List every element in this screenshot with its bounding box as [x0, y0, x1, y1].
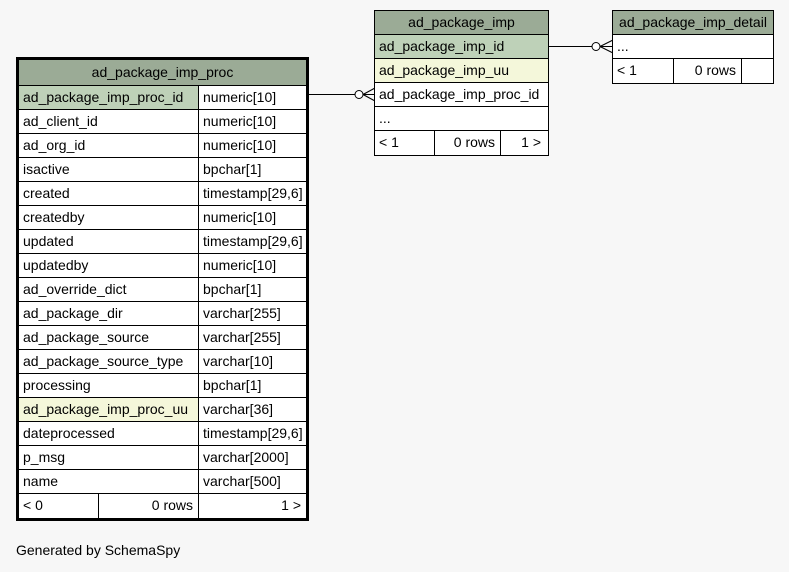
column-type: varchar[2000] — [198, 446, 306, 469]
column-name: ad_package_imp_id — [375, 35, 548, 58]
column-type: numeric[10] — [198, 86, 306, 109]
column-row[interactable]: processing bpchar[1] — [19, 374, 306, 398]
column-row[interactable]: ad_package_source_type varchar[10] — [19, 350, 306, 374]
column-row[interactable]: updatedby numeric[10] — [19, 254, 306, 278]
column-name: created — [23, 185, 70, 201]
column-name: ... — [617, 38, 629, 54]
column-type: numeric[10] — [198, 254, 306, 277]
column-type: varchar[10] — [198, 350, 306, 373]
table-title: ad_package_imp_detail — [613, 11, 773, 35]
column-row[interactable]: ad_package_imp_proc_id — [375, 83, 548, 107]
table-ad-package-imp-detail[interactable]: ad_package_imp_detail ... < 1 0 rows — [612, 10, 774, 84]
child-count: 1 > — [500, 131, 546, 155]
child-count: 1 > — [198, 494, 306, 518]
row-count: 0 rows — [98, 494, 198, 518]
column-name: ad_org_id — [23, 137, 86, 153]
column-name: ad_package_imp_uu — [375, 59, 548, 82]
table-title: ad_package_imp_proc — [19, 60, 306, 86]
column-row[interactable]: ... — [613, 35, 773, 59]
column-name: processing — [23, 377, 91, 393]
column-name: isactive — [23, 161, 70, 177]
column-row[interactable]: dateprocessed timestamp[29,6] — [19, 422, 306, 446]
column-row[interactable]: ad_package_imp_id — [375, 35, 548, 59]
column-name: ad_client_id — [23, 113, 98, 129]
column-name: ad_package_imp_proc_id — [379, 86, 540, 102]
column-type: numeric[10] — [198, 134, 306, 157]
parent-count: < 1 — [617, 62, 637, 78]
table-footer: < 1 0 rows — [613, 59, 773, 83]
column-name: updated — [23, 233, 74, 249]
column-type: varchar[36] — [198, 398, 306, 421]
column-row[interactable]: ad_package_source varchar[255] — [19, 326, 306, 350]
column-row[interactable]: ... — [375, 107, 548, 131]
column-type: timestamp[29,6] — [198, 230, 306, 253]
column-name: ... — [379, 110, 391, 126]
column-type: numeric[10] — [198, 206, 306, 229]
table-title: ad_package_imp — [375, 11, 548, 35]
column-name: ad_package_source — [23, 329, 150, 345]
column-row[interactable]: name varchar[500] — [19, 470, 306, 494]
column-name: updatedby — [23, 257, 89, 273]
column-type: varchar[500] — [198, 470, 306, 493]
column-type: timestamp[29,6] — [198, 422, 306, 445]
column-name: ad_override_dict — [23, 281, 127, 297]
column-row[interactable]: ad_override_dict bpchar[1] — [19, 278, 306, 302]
parent-count: < 1 — [379, 134, 399, 150]
column-name: ad_package_imp_proc_uu — [19, 398, 198, 421]
column-type: bpchar[1] — [198, 374, 306, 397]
column-row[interactable]: created timestamp[29,6] — [19, 182, 306, 206]
column-row[interactable]: ad_package_imp_uu — [375, 59, 548, 83]
row-count: 0 rows — [673, 59, 741, 83]
parent-count: < 0 — [23, 497, 43, 513]
column-type: timestamp[29,6] — [198, 182, 306, 205]
generated-by-label: Generated by SchemaSpy — [16, 542, 181, 558]
column-row[interactable]: ad_client_id numeric[10] — [19, 110, 306, 134]
column-name: p_msg — [23, 449, 66, 465]
column-type: numeric[10] — [198, 110, 306, 133]
column-row[interactable]: ad_package_dir varchar[255] — [19, 302, 306, 326]
column-name: dateprocessed — [23, 425, 115, 441]
column-type: varchar[255] — [198, 302, 306, 325]
row-count: 0 rows — [434, 131, 500, 155]
column-type: bpchar[1] — [198, 278, 306, 301]
relationship-proc-to-imp — [308, 87, 376, 102]
column-name: ad_package_imp_proc_id — [19, 86, 198, 109]
column-row[interactable]: p_msg varchar[2000] — [19, 446, 306, 470]
child-count — [741, 59, 771, 83]
column-row[interactable]: updated timestamp[29,6] — [19, 230, 306, 254]
column-name: ad_package_dir — [23, 305, 123, 321]
relationship-imp-to-detail — [548, 39, 614, 54]
table-ad-package-imp-proc[interactable]: ad_package_imp_proc ad_package_imp_proc_… — [16, 57, 309, 521]
column-row[interactable]: ad_org_id numeric[10] — [19, 134, 306, 158]
column-type: bpchar[1] — [198, 158, 306, 181]
column-name: createdby — [23, 209, 85, 225]
column-name: ad_package_source_type — [23, 353, 184, 369]
column-row[interactable]: isactive bpchar[1] — [19, 158, 306, 182]
column-type: varchar[255] — [198, 326, 306, 349]
column-name: name — [23, 473, 59, 489]
column-row[interactable]: createdby numeric[10] — [19, 206, 306, 230]
